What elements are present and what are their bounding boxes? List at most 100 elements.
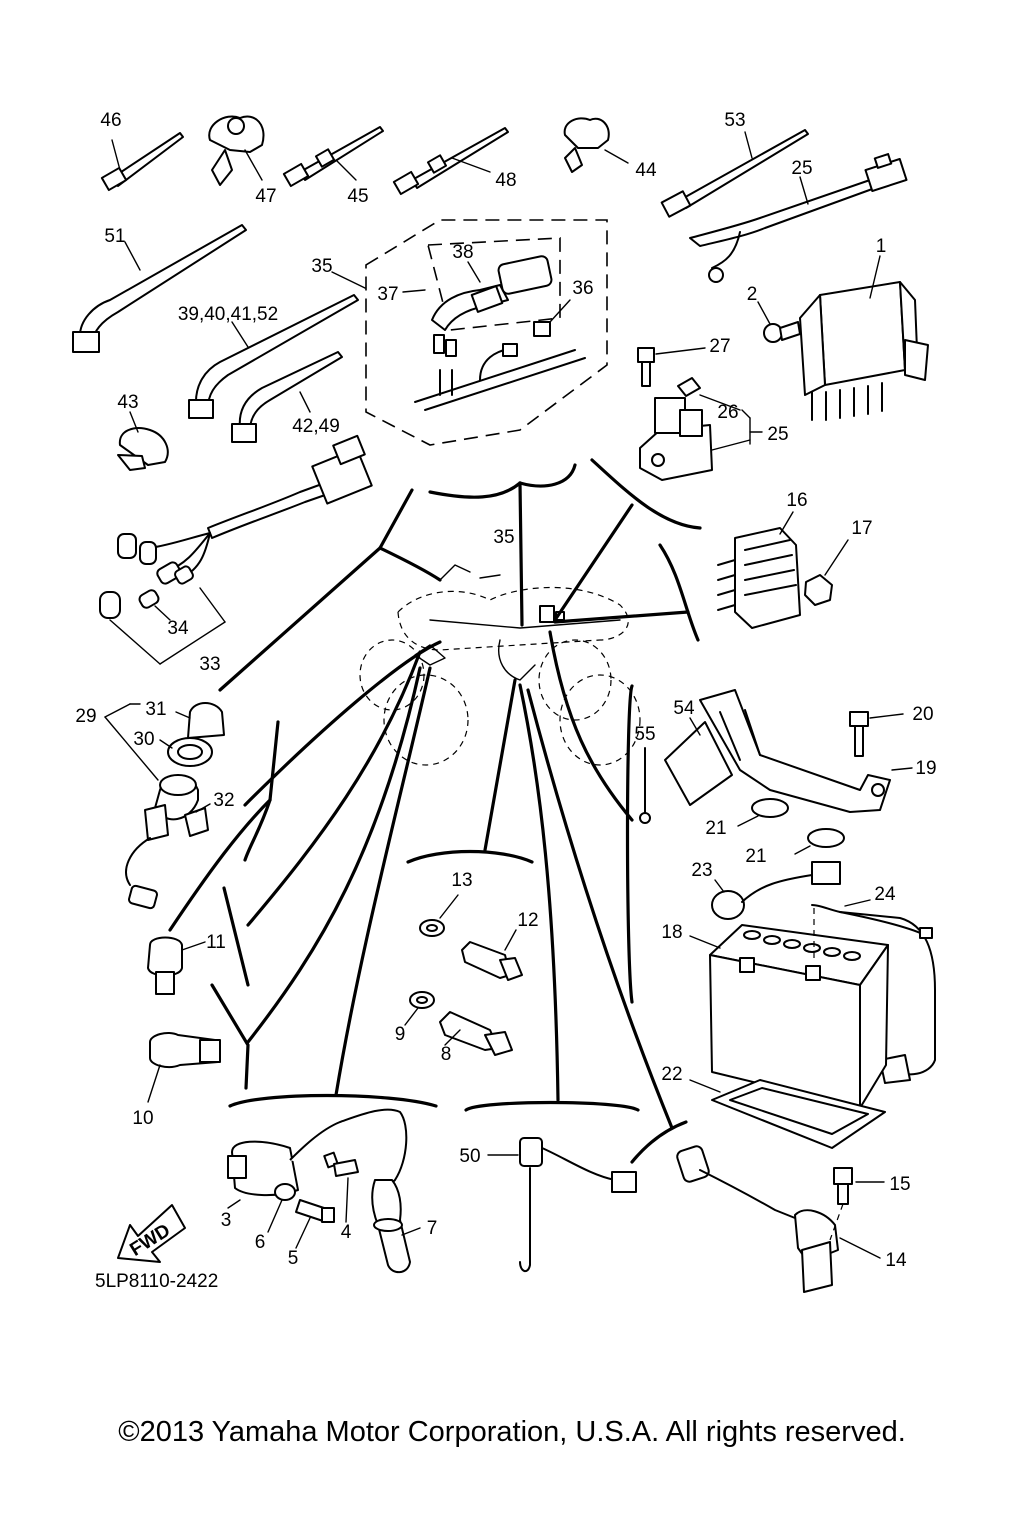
part-label: 18	[661, 922, 682, 943]
part-label: 14	[885, 1250, 907, 1271]
part-label: 47	[255, 186, 276, 207]
part-label: 23	[691, 860, 712, 881]
diagram-code: 5LP8110-2422	[95, 1271, 218, 1292]
part-label: 50	[459, 1146, 480, 1167]
part-label: 33	[199, 654, 220, 675]
cable-tie-53	[660, 129, 809, 218]
part-label: 27	[709, 336, 730, 357]
washer-13	[419, 894, 459, 937]
part-label: 31	[145, 699, 166, 720]
part-label: 12	[517, 910, 538, 931]
switch-10	[147, 1032, 221, 1103]
part-label: 39,40,41,52	[178, 304, 278, 325]
part-label: 10	[132, 1108, 153, 1129]
washer-9	[404, 991, 435, 1026]
part-label: 55	[634, 724, 655, 745]
part-label: 36	[572, 278, 593, 299]
battery-cable-24	[811, 899, 936, 1084]
part-label: 25	[791, 158, 812, 179]
washer-6	[267, 1183, 296, 1233]
battery-pad-22	[689, 1079, 886, 1149]
part-label: 25	[767, 424, 788, 445]
bolt-5	[295, 1199, 335, 1249]
cable-tie-51	[72, 224, 247, 353]
fwd-arrow	[117, 1204, 186, 1263]
connector-cap-34	[99, 587, 226, 665]
ignition-coil-3	[227, 1108, 408, 1209]
cable-tie-42-49	[231, 351, 343, 443]
battery-18	[689, 908, 889, 1109]
part-label: 15	[889, 1174, 910, 1195]
part-label: 21	[705, 818, 726, 839]
bolt-4	[323, 1151, 359, 1223]
part-label: 5	[288, 1248, 299, 1269]
fuse-27	[677, 377, 741, 411]
wire-lead-25	[689, 153, 908, 283]
part-label: 24	[874, 884, 896, 905]
part-label: 6	[255, 1232, 266, 1253]
clamp-44	[563, 117, 629, 173]
bolt-28	[637, 347, 706, 387]
part-label: 48	[495, 170, 516, 191]
part-label: 17	[851, 518, 872, 539]
part-label: 19	[915, 758, 936, 779]
cable-tie-39-40-41-52	[188, 294, 359, 419]
part-label: 29	[75, 706, 96, 727]
bolt-15	[829, 1167, 885, 1241]
clamp-43	[117, 411, 169, 471]
part-label: 22	[661, 1064, 682, 1085]
part-label: 34	[167, 618, 189, 639]
part-label: 35	[311, 256, 332, 277]
part-label: 51	[104, 226, 125, 247]
bolt-20	[849, 711, 904, 757]
part-label: 37	[377, 284, 398, 305]
part-labels: 46 47 45 48 44 53 25 51 35 37 38 36 39,4…	[75, 110, 936, 1271]
part-label: 1	[876, 236, 887, 257]
harness-group-35	[331, 219, 608, 446]
part-label: 4	[341, 1222, 352, 1243]
part-label: 38	[452, 242, 473, 263]
screw-2	[757, 301, 801, 343]
part-label: 11	[206, 932, 226, 953]
main-switch-29	[104, 702, 225, 910]
collar-19	[891, 767, 913, 771]
copyright-notice: ©2013 Yamaha Motor Corporation, U.S.A. A…	[118, 1416, 906, 1448]
part-label: 35	[493, 527, 514, 548]
cable-tie-45	[282, 126, 384, 188]
part-label: 30	[133, 729, 154, 750]
clamp-47	[208, 115, 265, 186]
part-label: 53	[724, 110, 745, 131]
part-label: 20	[912, 704, 933, 725]
grommet-21-upper	[737, 798, 789, 827]
part-label: 44	[635, 160, 657, 181]
part-label: 43	[117, 392, 138, 413]
starter-relay-26	[639, 397, 763, 481]
part-label: 8	[441, 1044, 452, 1065]
part-label: 45	[347, 186, 368, 207]
grommet-21-lower	[794, 828, 845, 855]
sensor-12	[461, 929, 523, 981]
rectifier-16	[717, 511, 801, 629]
part-label: 7	[427, 1218, 438, 1239]
part-label: 3	[221, 1210, 232, 1231]
part-label: 54	[673, 698, 695, 719]
cable-tie-48	[392, 127, 509, 196]
switch-11	[147, 936, 206, 995]
part-label: 42,49	[292, 416, 340, 437]
part-label: 16	[786, 490, 807, 511]
part-label: 21	[745, 846, 766, 867]
pin-55	[639, 747, 651, 824]
cdi-unit-1	[799, 255, 929, 421]
part-label: 2	[747, 284, 758, 305]
speed-sensor-14	[676, 1145, 881, 1293]
callout-lines	[168, 458, 702, 1164]
battery-cable-23	[711, 861, 841, 920]
wire-harness-33	[117, 434, 373, 585]
cable-tie-46	[100, 132, 184, 192]
part-label: 13	[451, 870, 472, 891]
sensor-8	[439, 1011, 513, 1056]
part-label: 46	[100, 110, 121, 131]
sensor-50	[487, 1137, 637, 1273]
plug-cap-7	[371, 1179, 421, 1274]
